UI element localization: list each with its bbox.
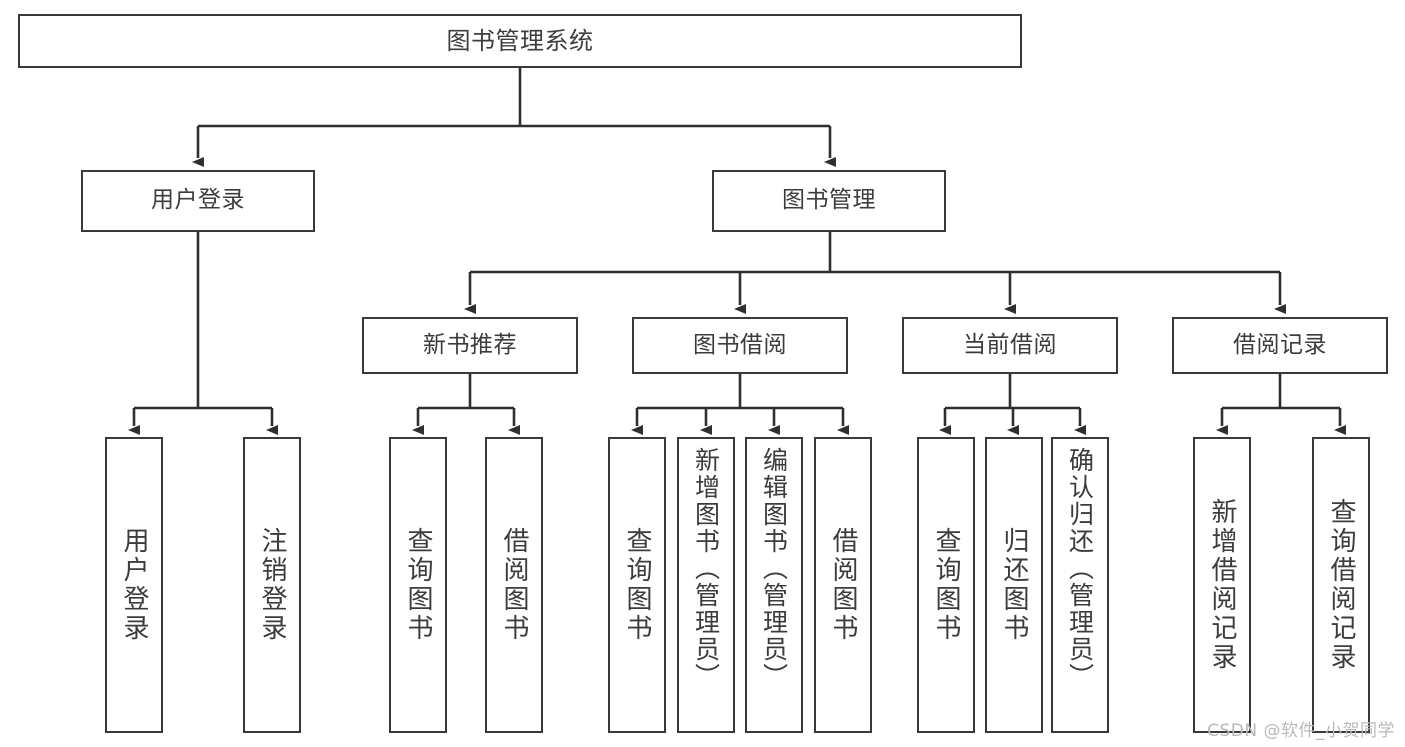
node-label: 借阅图书: [828, 527, 858, 643]
node-label: 注销登录: [257, 527, 287, 643]
node-current-borrow[interactable]: 当前借阅: [902, 317, 1118, 374]
node-label: 归还图书: [999, 527, 1029, 643]
node-label: 图书管理系统: [446, 26, 594, 55]
leaf-query-book-recommend[interactable]: 查询图书: [389, 437, 447, 733]
leaf-add-borrow-record[interactable]: 新增借阅记录: [1193, 437, 1251, 733]
node-label: 新书推荐: [423, 331, 517, 358]
node-user-login[interactable]: 用户登录: [81, 170, 315, 232]
node-label: 编辑图书（管理员）: [759, 447, 789, 690]
node-label: 借阅图书: [499, 527, 529, 643]
node-label: 查询图书: [931, 527, 961, 643]
node-label: 新增图书（管理员）: [691, 447, 721, 690]
node-label: 查询图书: [622, 527, 652, 643]
node-label: 图书管理: [782, 187, 876, 214]
leaf-logout[interactable]: 注销登录: [243, 437, 301, 733]
node-book-management[interactable]: 图书管理: [712, 170, 946, 232]
leaf-add-book-admin[interactable]: 新增图书（管理员）: [677, 437, 735, 733]
leaf-borrow-book-recommend[interactable]: 借阅图书: [485, 437, 543, 733]
node-label: 查询借阅记录: [1326, 498, 1356, 672]
node-book-borrow[interactable]: 图书借阅: [632, 317, 848, 374]
node-label: 借阅记录: [1233, 331, 1327, 358]
leaf-query-borrow-record[interactable]: 查询借阅记录: [1312, 437, 1370, 733]
leaf-user-login[interactable]: 用户登录: [105, 437, 163, 733]
node-label: 图书借阅: [693, 331, 787, 358]
leaf-borrow-book[interactable]: 借阅图书: [814, 437, 872, 733]
node-label: 当前借阅: [963, 331, 1057, 358]
node-new-book-recommend[interactable]: 新书推荐: [362, 317, 578, 374]
node-root-book-management-system[interactable]: 图书管理系统: [18, 14, 1022, 68]
node-label: 用户登录: [151, 187, 245, 214]
node-label: 用户登录: [119, 527, 149, 643]
leaf-query-book-borrow[interactable]: 查询图书: [608, 437, 666, 733]
node-label: 查询图书: [403, 527, 433, 643]
leaf-query-book-current[interactable]: 查询图书: [917, 437, 975, 733]
leaf-return-book[interactable]: 归还图书: [985, 437, 1043, 733]
leaf-edit-book-admin[interactable]: 编辑图书（管理员）: [745, 437, 803, 733]
node-borrow-record[interactable]: 借阅记录: [1172, 317, 1388, 374]
csdn-watermark: CSDN @软件_小贺同学: [1207, 721, 1395, 741]
node-label: 新增借阅记录: [1207, 498, 1237, 672]
node-label: 确认归还（管理员）: [1065, 447, 1095, 690]
leaf-confirm-return-admin[interactable]: 确认归还（管理员）: [1051, 437, 1109, 733]
